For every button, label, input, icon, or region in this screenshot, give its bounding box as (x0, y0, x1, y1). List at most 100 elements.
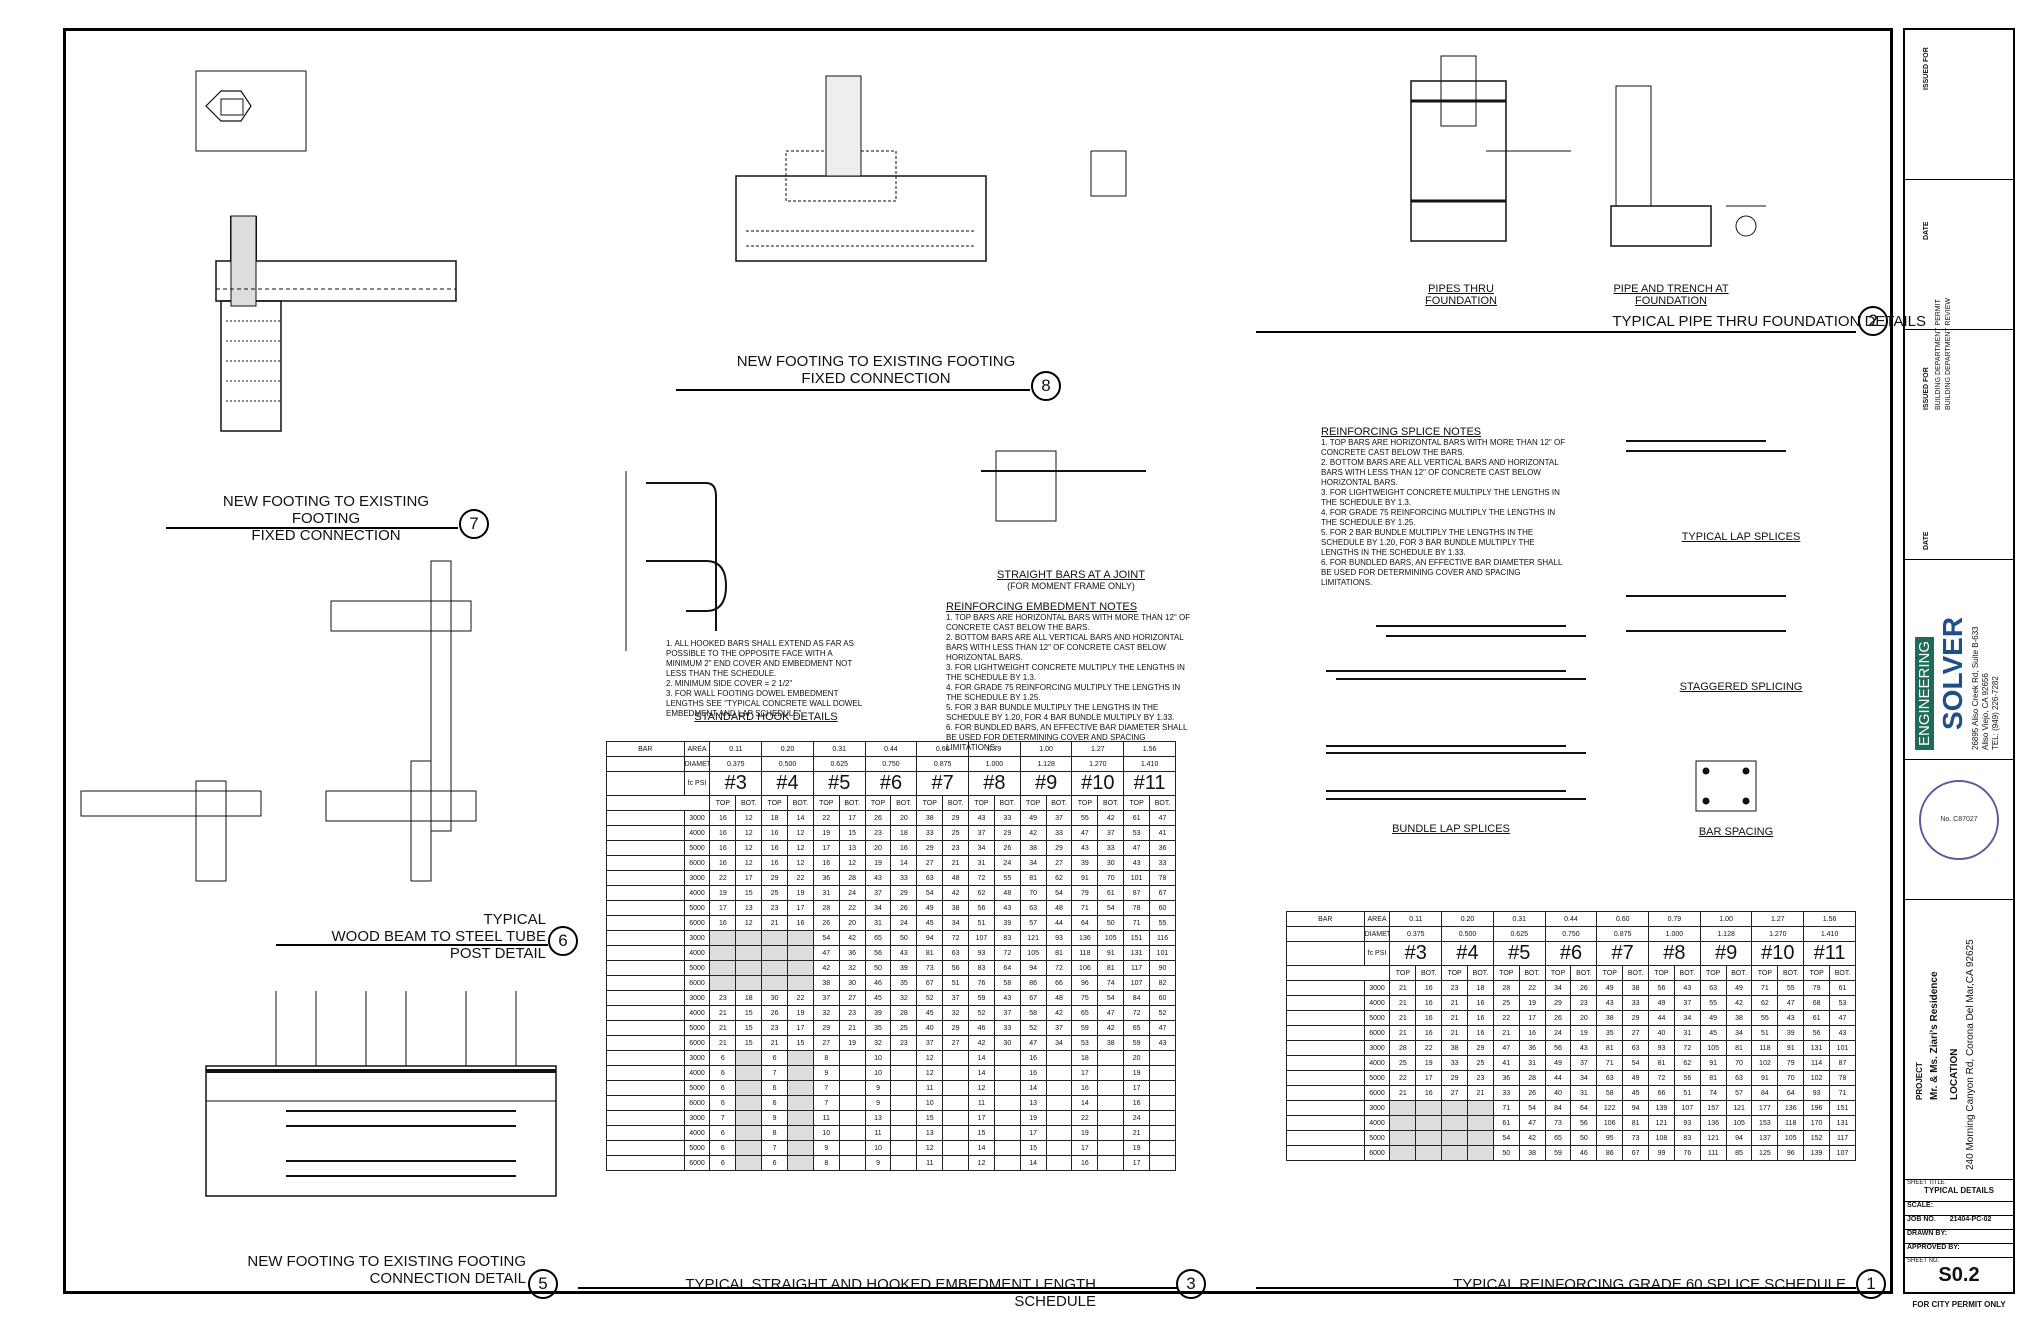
detail-7-title-line1: NEW FOOTING TO EXISTING FOOTING (222, 493, 430, 527)
value-cell: 40 (916, 1020, 944, 1036)
value-cell: 67 (1019, 990, 1047, 1006)
embed-note: 4. FOR GRADE 75 REINFORCING MULTIPLY THE… (946, 683, 1181, 702)
value-cell: 43 (1777, 1010, 1805, 1026)
seal-number: No. C87027 (1940, 816, 1978, 823)
value-cell: 45 (916, 915, 944, 931)
value-cell: 86 (1596, 1145, 1624, 1161)
value-cell (1045, 1080, 1073, 1096)
value-cell: 93 (968, 945, 995, 961)
header-cell: 0.20 (1441, 911, 1494, 927)
value-cell: 31 (1570, 1085, 1598, 1101)
value-cell: 29 (812, 1020, 840, 1036)
value-cell: 39 (993, 915, 1021, 931)
value-cell: 40 (1544, 1085, 1572, 1101)
value-cell (787, 1095, 814, 1111)
header-cell: TOP (1596, 965, 1624, 981)
value-cell: 44 (1045, 915, 1073, 931)
value-cell: 118 (1071, 945, 1099, 961)
value-cell: 177 (1751, 1100, 1779, 1116)
value-cell (1149, 1125, 1176, 1141)
header-cell: TOP (916, 795, 944, 811)
value-cell: 83 (1673, 1130, 1701, 1146)
value-cell (1415, 1145, 1443, 1161)
detail-8-title-line1: NEW FOOTING TO EXISTING FOOTING (736, 353, 1016, 370)
value-cell: 18 (1467, 980, 1494, 996)
revision-issued-label: ISSUED FOR (1923, 367, 1930, 410)
row-label-cell (606, 1080, 685, 1096)
value-cell: 6 (709, 1125, 737, 1141)
value-cell: 62 (1045, 870, 1073, 886)
value-cell: 9 (812, 1065, 840, 1081)
value-cell: 151 (1829, 1100, 1856, 1116)
value-cell: 117 (1829, 1130, 1856, 1146)
value-cell: 7 (761, 1065, 789, 1081)
bar-size-cell: #4 (761, 771, 814, 796)
header-cell (606, 771, 685, 796)
value-cell: 23 (761, 900, 789, 916)
value-cell: 81 (1622, 1115, 1650, 1131)
firm-address-2: Aliso Viejo, CA 92656 (1981, 673, 1990, 750)
value-cell: 81 (916, 945, 944, 961)
strength-cell: 4000 (683, 945, 711, 961)
value-cell: 19 (1123, 1065, 1151, 1081)
value-cell: 52 (1019, 1020, 1047, 1036)
approved-by-label: APPROVED BY: (1905, 1244, 2013, 1258)
project-name: Mr. & Ms. Ziari's Residence (1929, 971, 1940, 1100)
header-cell: TOP (1019, 795, 1047, 811)
value-cell (1415, 1100, 1443, 1116)
value-cell: 102 (1751, 1055, 1779, 1071)
row-label-cell (1286, 1085, 1365, 1101)
value-cell: 65 (1544, 1130, 1572, 1146)
value-cell (787, 975, 814, 991)
detail-5-title-line1: NEW FOOTING TO EXISTING FOOTING (247, 1253, 526, 1270)
row-label-cell (606, 1020, 685, 1036)
value-cell (1415, 1115, 1443, 1131)
value-cell: 17 (709, 900, 737, 916)
value-cell: 49 (1622, 1070, 1650, 1086)
hook-note: 1. ALL HOOKED BARS SHALL EXTEND AS FAR A… (666, 639, 854, 678)
value-cell (787, 1065, 814, 1081)
value-cell: 21 (709, 1005, 737, 1021)
header-cell: 1.27 (1071, 741, 1125, 757)
value-cell (1149, 1050, 1176, 1066)
value-cell: 42 (1019, 825, 1047, 841)
value-cell: 26 (1518, 1085, 1546, 1101)
value-cell: 66 (1045, 975, 1073, 991)
value-cell: 76 (968, 975, 995, 991)
stagger-subtitle: STAGGERED SPLICING (1679, 681, 1803, 693)
value-cell: 96 (1777, 1145, 1805, 1161)
strength-cell: 6000 (683, 1095, 711, 1111)
seal-box: No. C87027 (1905, 760, 2013, 900)
header-cell: 1.270 (1751, 926, 1805, 942)
value-cell: 91 (1777, 1040, 1805, 1056)
value-cell: 23 (1467, 1070, 1494, 1086)
value-cell: 18 (890, 825, 918, 841)
header-cell: TOP (1123, 795, 1151, 811)
header-cell: BOT. (1045, 795, 1073, 811)
value-cell: 51 (1751, 1025, 1779, 1041)
value-cell: 73 (1622, 1130, 1650, 1146)
value-cell: 25 (1467, 1055, 1494, 1071)
value-cell: 50 (1492, 1145, 1520, 1161)
value-cell: 83 (968, 960, 995, 976)
value-cell: 11 (968, 1095, 995, 1111)
value-cell: 10 (864, 1050, 892, 1066)
value-cell: 19 (1123, 1140, 1151, 1156)
value-cell: 32 (864, 1035, 892, 1051)
value-cell: 93 (1648, 1040, 1675, 1056)
value-cell: 9 (864, 1080, 892, 1096)
value-cell: 42 (942, 885, 970, 901)
value-cell: 8 (812, 1155, 840, 1171)
value-cell: 49 (1699, 1010, 1727, 1026)
value-cell: 84 (1123, 990, 1151, 1006)
value-cell: 54 (1045, 885, 1073, 901)
value-cell: 47 (1492, 1040, 1520, 1056)
row-label-cell (606, 825, 685, 841)
